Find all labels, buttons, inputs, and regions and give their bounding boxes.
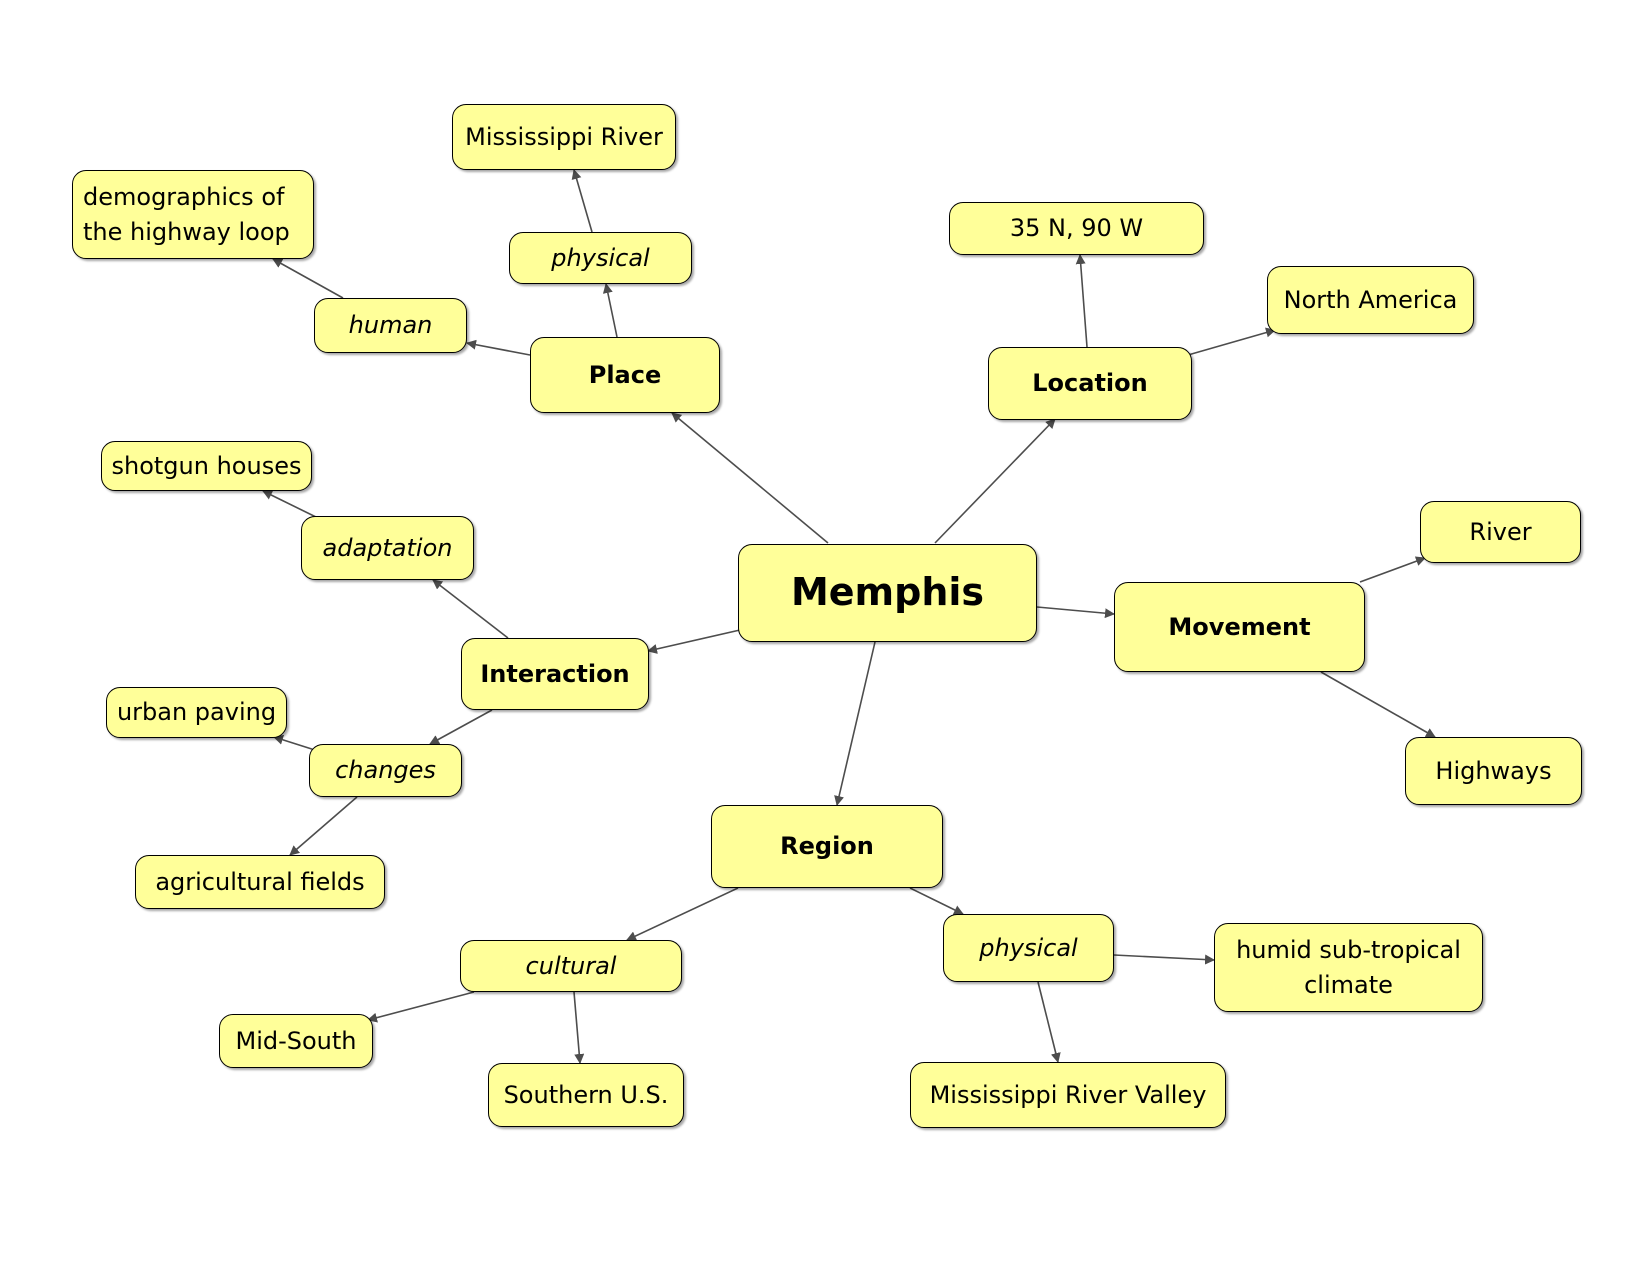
arrow-interaction-changes — [429, 709, 493, 745]
node-place-human: human — [314, 298, 467, 353]
arrow-cultural-southern-us — [573, 991, 585, 1064]
arrow-location-coords — [1075, 254, 1088, 348]
arrow-changes-agricultural-fields — [289, 796, 358, 856]
node-place: Place — [530, 337, 720, 413]
node-southern-us: Southern U.S. — [488, 1063, 684, 1127]
node-region-physical: physical — [943, 914, 1114, 982]
arrow-region-physical — [909, 887, 964, 915]
node-agricultural-fields-label: agricultural fields — [155, 867, 365, 896]
node-coordinates-label: 35 N, 90 W — [1009, 214, 1144, 243]
node-coordinates: 35 N, 90 W — [949, 202, 1204, 255]
arrow-memphis-location — [934, 418, 1056, 544]
node-memphis: Memphis — [738, 544, 1037, 642]
node-interaction: Interaction — [461, 638, 649, 710]
node-river-valley-label: Mississippi River Valley — [929, 1080, 1207, 1109]
node-changes-label: changes — [335, 756, 436, 785]
node-adaptation-label: adaptation — [322, 533, 453, 562]
node-place-human-label: human — [348, 311, 433, 340]
arrow-interaction-adaptation — [432, 579, 509, 639]
node-demographics: demographics of the highway loop — [72, 170, 314, 259]
node-location: Location — [988, 347, 1192, 420]
arrow-region-cultural — [626, 887, 739, 941]
node-mid-south: Mid-South — [219, 1014, 373, 1068]
arrow-movement-highways — [1320, 671, 1436, 738]
node-region-physical-label: physical — [979, 933, 1078, 962]
node-interaction-label: Interaction — [480, 659, 630, 688]
arrow-memphis-region — [834, 641, 876, 806]
node-river-valley: Mississippi River Valley — [910, 1062, 1226, 1128]
node-highways: Highways — [1405, 737, 1582, 805]
node-river: River — [1420, 501, 1581, 563]
arrow-movement-river — [1359, 556, 1426, 583]
arrow-place-human — [466, 339, 531, 356]
node-region-cultural-label: cultural — [525, 951, 617, 980]
node-shotgun-houses-label: shotgun houses — [111, 451, 302, 480]
node-adaptation: adaptation — [301, 516, 474, 580]
node-shotgun-houses: shotgun houses — [101, 441, 312, 491]
node-humid-climate: humid sub-tropical climate — [1214, 923, 1483, 1012]
arrow-memphis-place — [671, 412, 829, 544]
node-location-label: Location — [1032, 369, 1148, 398]
node-place-physical-label: physical — [551, 243, 650, 272]
node-changes: changes — [309, 744, 462, 797]
node-mississippi-river-label: Mississippi River — [465, 122, 663, 151]
arrow-place-physical — [602, 283, 618, 338]
arrow-changes-urban-paving — [273, 734, 319, 752]
arrow-memphis-interaction — [647, 629, 741, 654]
node-movement: Movement — [1114, 582, 1365, 672]
node-place-physical: physical — [509, 232, 692, 284]
node-southern-us-label: Southern U.S. — [503, 1080, 669, 1109]
arrow-cultural-mid-south — [367, 991, 475, 1023]
node-mid-south-label: Mid-South — [235, 1026, 357, 1055]
arrow-physical-mississippi-river — [571, 169, 593, 233]
node-highways-label: Highways — [1435, 756, 1552, 785]
node-memphis-label: Memphis — [790, 570, 985, 615]
node-urban-paving-label: urban paving — [116, 698, 277, 727]
node-north-america: North America — [1267, 266, 1474, 334]
node-place-label: Place — [588, 360, 662, 389]
node-humid-climate-label: humid sub-tropical climate — [1236, 935, 1461, 999]
node-mississippi-river: Mississippi River — [452, 104, 676, 170]
node-region-cultural: cultural — [460, 940, 682, 992]
arrow-memphis-movement — [1036, 606, 1115, 619]
node-river-label: River — [1469, 517, 1532, 546]
node-urban-paving: urban paving — [106, 687, 287, 738]
arrow-physical-river-valley — [1037, 981, 1061, 1063]
node-agricultural-fields: agricultural fields — [135, 855, 385, 909]
node-region-label: Region — [780, 832, 874, 861]
arrow-human-demographics — [272, 258, 344, 299]
arrow-adaptation-shotgun-houses — [262, 490, 319, 519]
arrow-location-north-america — [1187, 327, 1276, 356]
node-movement-label: Movement — [1168, 612, 1311, 641]
arrow-physical-humid-climate — [1113, 954, 1215, 965]
node-demographics-label: demographics of the highway loop — [83, 182, 290, 246]
node-north-america-label: North America — [1283, 285, 1458, 314]
node-region: Region — [711, 805, 943, 888]
